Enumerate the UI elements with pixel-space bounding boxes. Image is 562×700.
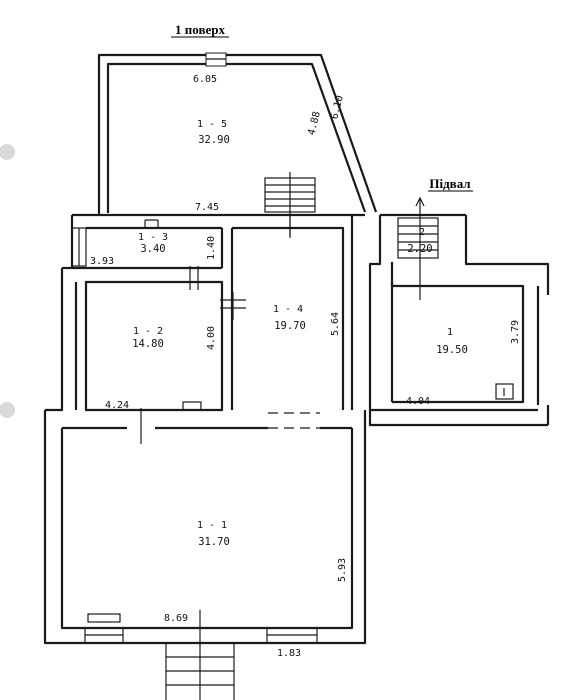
basement-title: Підвал bbox=[429, 176, 470, 191]
basement-left-walls bbox=[368, 215, 394, 412]
dim-b1-right: 3.79 bbox=[510, 320, 521, 344]
room-1-1-radiator bbox=[87, 613, 121, 623]
room-1-4-area: 19.70 bbox=[274, 320, 306, 332]
room-1-4-walls bbox=[232, 226, 345, 410]
middle-block bbox=[45, 210, 365, 429]
basement-stairs-arrow-head bbox=[415, 196, 425, 207]
binder-hole-bottom bbox=[0, 402, 15, 418]
dim-r1-bottom: 8.69 bbox=[164, 613, 188, 624]
room-1-3-label: 1 - 3 bbox=[138, 232, 168, 243]
dim-r4-right: 5.64 bbox=[330, 312, 341, 336]
dim-r5-top: 6.05 bbox=[193, 74, 217, 85]
room-b1-walls bbox=[390, 282, 525, 404]
basement-top-right-walls bbox=[464, 215, 550, 282]
room-1-1-area: 31.70 bbox=[198, 536, 230, 548]
room-1-5-label: 1 - 5 bbox=[197, 119, 227, 130]
dim-r5-bottom: 7.45 bbox=[195, 202, 219, 213]
basement-stairs-outline bbox=[397, 217, 439, 259]
room-1-1 bbox=[43, 408, 367, 700]
dim-r3-right: 1.40 bbox=[206, 236, 217, 260]
room-1-3-vent bbox=[144, 219, 159, 228]
room-1-1-inner bbox=[60, 428, 354, 630]
dim-r3-left: 3.93 bbox=[90, 256, 114, 267]
room-1-5-outer-walls bbox=[97, 53, 378, 214]
room-1-3-area: 3.40 bbox=[140, 243, 165, 255]
room-1-1-label: 1 - 1 bbox=[197, 520, 227, 531]
binder-hole-top bbox=[0, 144, 15, 160]
room-1-1-entrance-steps bbox=[165, 643, 235, 700]
dim-r1-door: 1.83 bbox=[277, 648, 301, 659]
basement-bottom-wall bbox=[368, 410, 548, 427]
room-1-1-outer bbox=[43, 410, 367, 645]
room-b2-label: 2 bbox=[419, 227, 425, 238]
floor1-title: 1 поверх bbox=[175, 22, 225, 37]
room-1-2-walls bbox=[84, 280, 224, 412]
dim-r1-right: 5.93 bbox=[337, 558, 348, 582]
basement-meter-box bbox=[495, 383, 514, 400]
left-outer-wall bbox=[45, 268, 64, 412]
basement-right-walls bbox=[536, 282, 550, 425]
room-1-2-radiator bbox=[182, 401, 202, 411]
room-1-5-area: 32.90 bbox=[198, 134, 230, 146]
room-1-2-area: 14.80 bbox=[132, 338, 164, 350]
dim-b1-bottom: 4.04 bbox=[406, 396, 430, 407]
room-b2-area: 2.20 bbox=[407, 243, 432, 255]
dim-r5-right-a: 4.88 bbox=[306, 110, 323, 136]
room-1-4-label: 1 - 4 bbox=[273, 304, 303, 315]
basement-stairs bbox=[397, 196, 439, 300]
room-b1-area: 19.50 bbox=[436, 344, 468, 356]
room-1-2-label: 1 - 2 bbox=[133, 326, 163, 337]
room-1-5 bbox=[97, 52, 378, 236]
basement-plan bbox=[368, 196, 550, 427]
room-1-5-walls bbox=[106, 62, 367, 213]
dim-r2-right: 4.00 bbox=[206, 326, 217, 350]
dim-r2-bottom: 4.24 bbox=[105, 400, 129, 411]
room-b1-label: 1 bbox=[447, 327, 453, 338]
